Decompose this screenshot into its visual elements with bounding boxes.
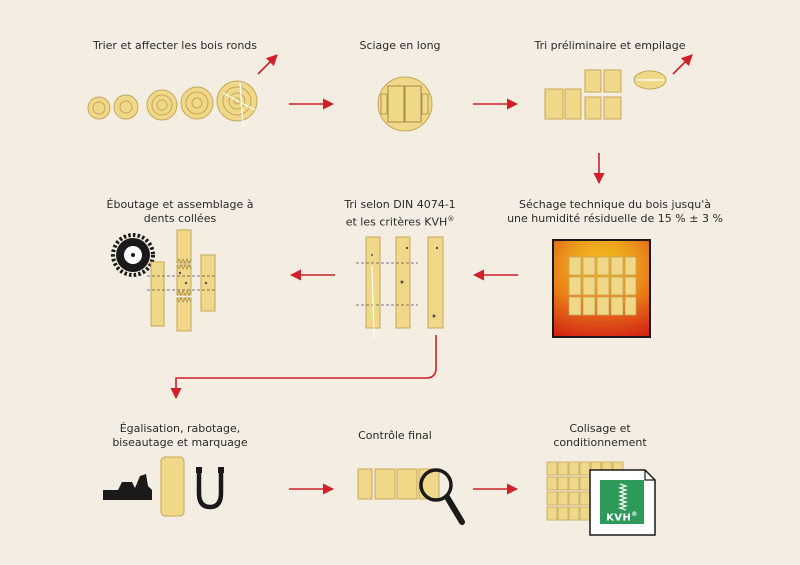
label-packaging: Colisage et conditionnement <box>535 422 665 450</box>
drying-kiln-icon <box>552 239 651 338</box>
label-grading-line2: et les critères KVH <box>345 215 448 229</box>
defect-dot <box>178 271 182 275</box>
finger-joint-teeth <box>176 258 192 303</box>
label-final-check-text: Contrôle final <box>358 429 432 442</box>
label-finger-joint: Éboutage et assemblage à dents collées <box>100 198 260 226</box>
label-drying-line2: une humidité résiduelle de 15 % ± 3 % <box>507 212 723 225</box>
log-crack-mark <box>222 92 256 111</box>
label-finger-joint-line2: dents collées <box>143 212 217 225</box>
magnet-icon <box>196 467 224 510</box>
graded-boards-icon <box>356 236 444 339</box>
label-planing: Égalisation, rabotage, biseautage et mar… <box>100 422 260 450</box>
label-sawing: Sciage en long <box>340 39 460 53</box>
kvh-logo-word: KVH <box>606 512 632 524</box>
label-drying-line1: Séchage technique du bois jusqu'à <box>518 198 712 211</box>
arrow-reject-3 <box>672 54 693 75</box>
kvh-label-sheet <box>589 469 656 536</box>
package-stack-icon <box>546 461 624 521</box>
defect-dot <box>184 281 188 285</box>
finger-joint-boards-icon <box>150 229 216 332</box>
label-presort: Tri préliminaire et empilage <box>520 39 700 53</box>
label-sawing-text: Sciage en long <box>359 39 441 52</box>
kvh-logo-reg: ® <box>631 511 638 518</box>
label-sort-logs: Trier et affecter les bois ronds <box>85 39 265 53</box>
reject-board-icon <box>633 70 667 90</box>
label-finger-joint-line1: Éboutage et assemblage à <box>106 198 254 211</box>
magnifier-icon <box>419 468 465 525</box>
label-grading-line1: Tri selon DIN 4074-1 <box>344 198 456 211</box>
arrow-reject-1 <box>257 54 278 75</box>
label-drying: Séchage technique du bois jusqu'à une hu… <box>495 198 735 226</box>
label-sort-logs-text: Trier et affecter les bois ronds <box>92 39 258 52</box>
label-presort-text: Tri préliminaire et empilage <box>534 39 686 52</box>
label-packaging-line2: conditionnement <box>553 436 647 449</box>
stacked-boards-icon <box>544 69 622 120</box>
logs-icon <box>87 80 258 122</box>
kvh-logo-text: KVH® <box>601 511 643 523</box>
label-grading: Tri selon DIN 4074-1 et les critères KVH… <box>330 198 470 230</box>
plane-tool-icon <box>103 474 152 500</box>
label-packaging-line1: Colisage et <box>569 422 631 435</box>
arrow-connector-to-planing <box>170 335 437 400</box>
planed-beam-icon <box>160 456 185 517</box>
label-planing-line1: Égalisation, rabotage, <box>119 422 241 435</box>
log-crack-mark-2 <box>239 81 244 127</box>
defect-dot <box>204 281 208 285</box>
sawn-log-icon <box>377 76 433 132</box>
label-grading-reg: ® <box>447 215 455 223</box>
label-final-check: Contrôle final <box>345 429 445 443</box>
label-planing-line2: biseautage et marquage <box>112 436 248 449</box>
saw-blade-icon <box>111 233 155 277</box>
